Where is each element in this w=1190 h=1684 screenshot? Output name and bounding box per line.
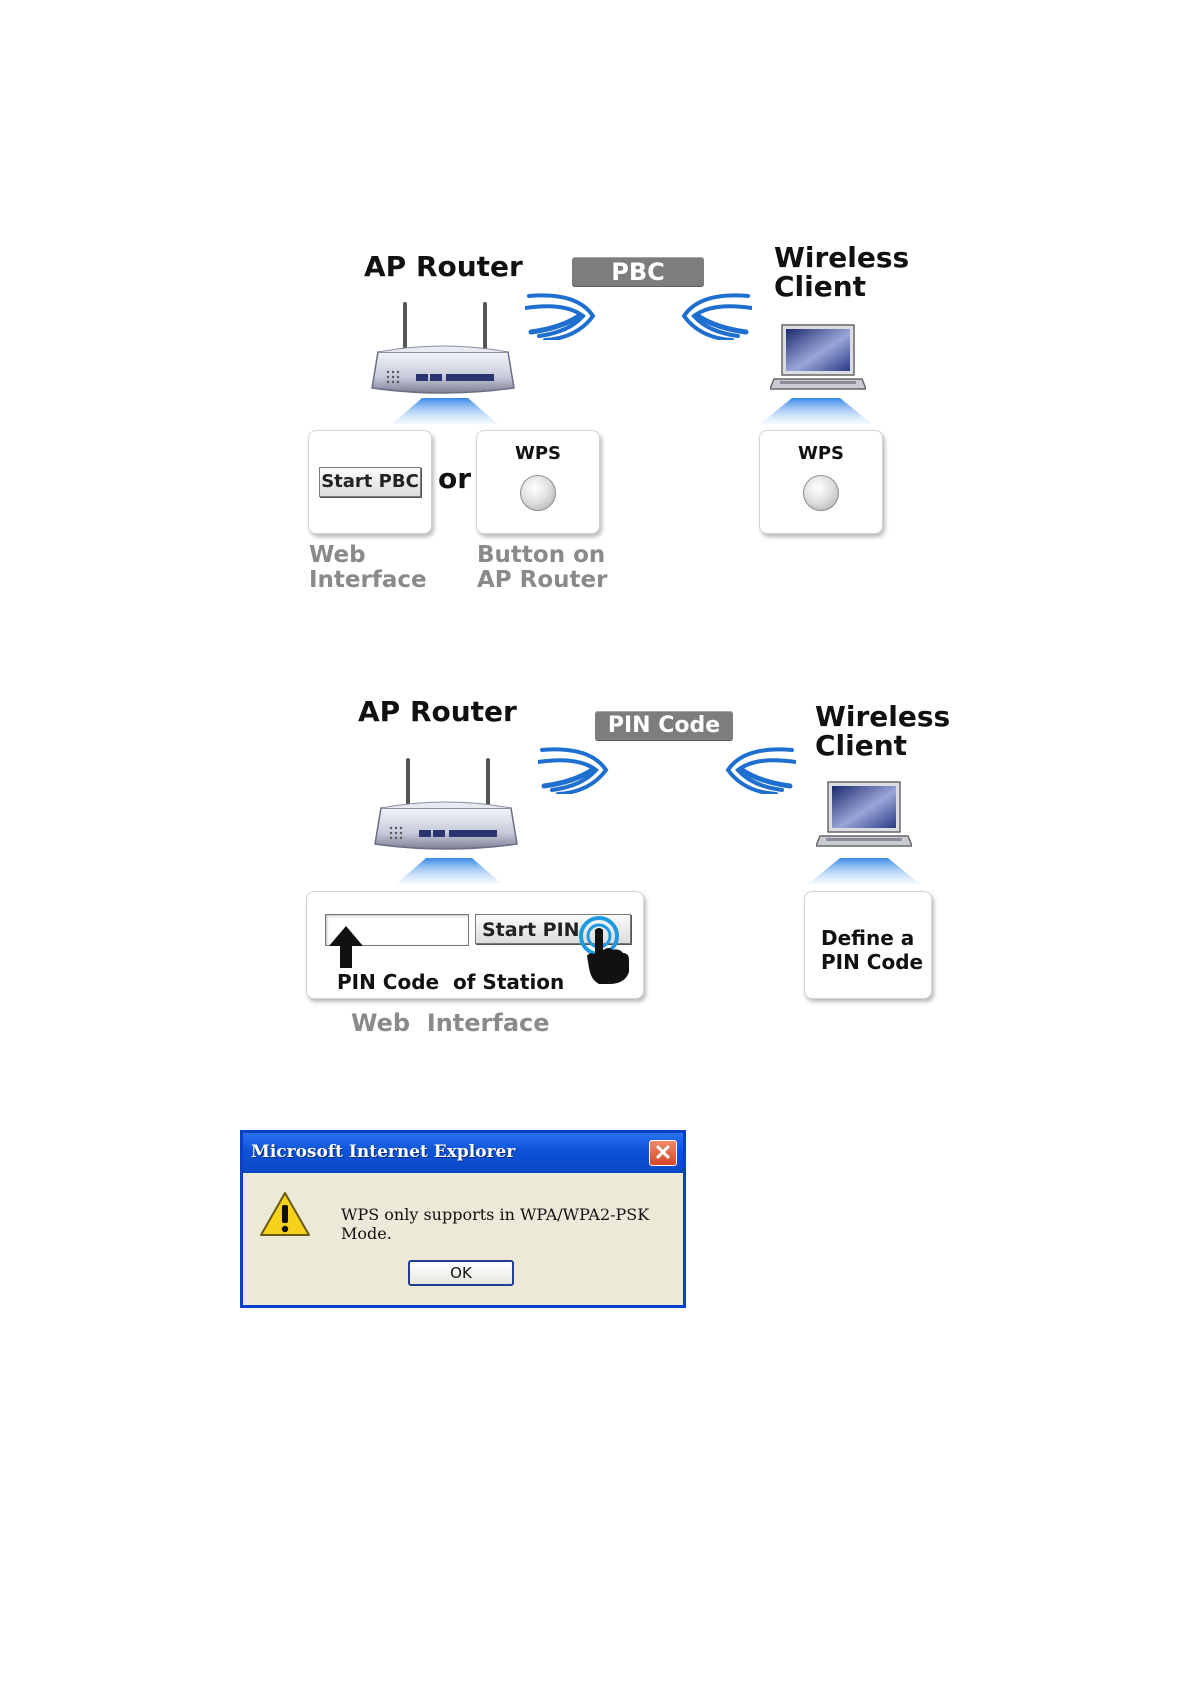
- ok-button[interactable]: OK: [408, 1260, 514, 1286]
- define-pin-line1: Define a: [821, 926, 923, 950]
- arrow-up-icon: [329, 926, 363, 968]
- pin-signal-waves-right-icon: [538, 746, 610, 794]
- pbc-router-title: AP Router: [364, 252, 523, 281]
- define-pin-card: Define a PIN Code: [804, 891, 932, 999]
- pin-client-title-line2: Client: [815, 731, 950, 760]
- pin-client-title-line1: Wireless: [815, 702, 950, 731]
- web-caption-line1: Web: [309, 543, 427, 568]
- router-wps-button[interactable]: [520, 475, 556, 511]
- client-wps-button[interactable]: [803, 475, 839, 511]
- web-caption-line2: Interface: [309, 568, 427, 593]
- pbc-client-title-line2: Client: [774, 272, 909, 301]
- button-router-caption: Button on AP Router: [477, 543, 608, 594]
- signal-waves-right-icon: [525, 292, 597, 340]
- define-pin-text: Define a PIN Code: [821, 926, 923, 974]
- pin-signal-waves-left-icon: [724, 746, 796, 794]
- router-wps-label: WPS: [477, 443, 599, 464]
- client-wps-card: WPS: [759, 430, 883, 534]
- warning-icon: [259, 1191, 311, 1239]
- web-interface-card: Start PBC: [308, 430, 432, 534]
- router-icon: [368, 300, 518, 398]
- pbc-client-title-line1: Wireless: [774, 243, 909, 272]
- button-caption-line2: AP Router: [477, 568, 608, 593]
- pin-router-title: AP Router: [358, 697, 517, 726]
- pin-router-beam: [396, 858, 502, 884]
- dialog-title: Microsoft Internet Explorer: [251, 1142, 515, 1162]
- dialog-titlebar[interactable]: Microsoft Internet Explorer ✕: [243, 1133, 683, 1173]
- pin-code-caption: PIN Code of Station: [337, 970, 564, 994]
- dialog-message: WPS only supports in WPA/WPA2-PSK Mode.: [341, 1205, 683, 1243]
- router-beam: [392, 398, 498, 424]
- pin-web-interface-card: Start PIN PIN Code of Station: [306, 891, 644, 999]
- web-interface-caption: Web Interface: [309, 543, 427, 594]
- pin-router-icon: [371, 756, 521, 854]
- pbc-client-title: Wireless Client: [774, 243, 909, 302]
- pin-client-title: Wireless Client: [815, 702, 950, 761]
- pin-web-interface-caption: Web Interface: [351, 1010, 550, 1036]
- close-icon[interactable]: ✕: [649, 1140, 677, 1166]
- start-pbc-button[interactable]: Start PBC: [319, 467, 421, 497]
- pin-laptop-beam: [808, 858, 920, 884]
- router-wps-card: WPS: [476, 430, 600, 534]
- define-pin-line2: PIN Code: [821, 950, 923, 974]
- button-caption-line1: Button on: [477, 543, 608, 568]
- client-wps-label: WPS: [760, 443, 882, 464]
- pin-laptop-icon: [816, 780, 912, 852]
- or-text: or: [438, 462, 471, 495]
- laptop-icon: [770, 323, 866, 395]
- pin-tag: PIN Code: [595, 711, 733, 741]
- laptop-beam: [760, 398, 872, 424]
- signal-waves-left-icon: [680, 292, 752, 340]
- hand-pointer-icon: [579, 916, 635, 986]
- pbc-tag: PBC: [572, 257, 704, 287]
- alert-dialog: Microsoft Internet Explorer ✕ WPS only s…: [240, 1130, 686, 1308]
